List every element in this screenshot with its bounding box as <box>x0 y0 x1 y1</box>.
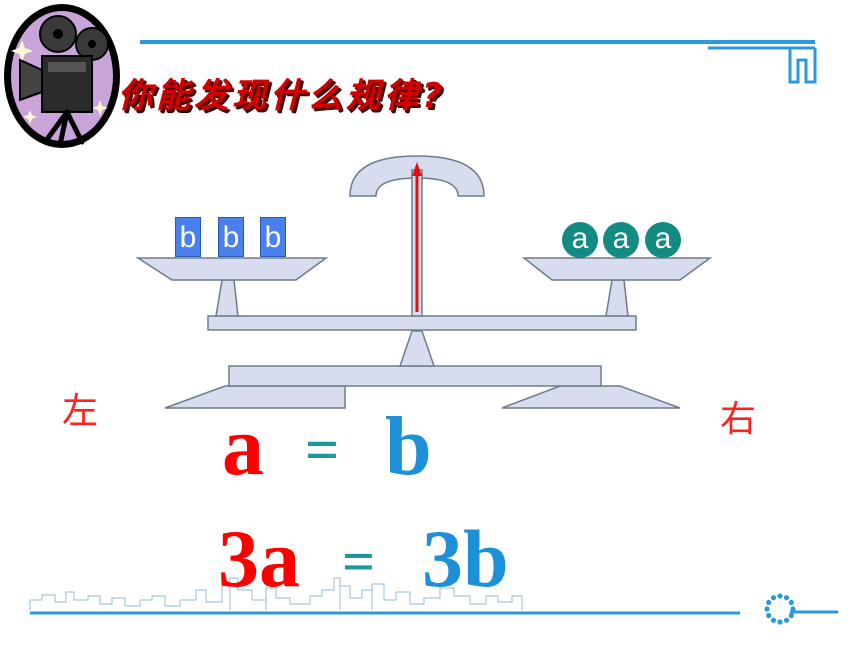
weight-block-b-2: b <box>218 217 244 257</box>
slide-title: 你能发现什么规律? <box>118 76 446 116</box>
skyline-decoration <box>29 577 523 610</box>
right-pan-support <box>605 279 629 317</box>
equation-2-left: 3a <box>218 513 300 604</box>
left-side-label: 左 <box>62 391 99 432</box>
right-pan <box>521 257 713 281</box>
scale-pointer-tip <box>412 162 422 176</box>
scale-base <box>228 365 602 387</box>
scale-right-foot <box>501 385 681 409</box>
equation-1-sign: = <box>305 417 340 483</box>
weight-block-b-3: b <box>260 217 286 257</box>
equation-2-sign: = <box>342 529 376 594</box>
top-right-bracket <box>708 46 817 84</box>
weight-ball-a-2: a <box>603 222 639 258</box>
scale-beam <box>207 315 637 331</box>
equation-2-right: 3b <box>422 513 509 604</box>
weight-ball-a-3: a <box>645 222 681 258</box>
equation-1-right: b <box>385 400 432 493</box>
left-pan <box>135 257 329 281</box>
film-camera-icon <box>4 4 120 148</box>
left-pan-support <box>215 279 239 317</box>
scale-center-support <box>398 330 436 367</box>
dotted-circle-icon <box>764 593 796 625</box>
right-side-label: 右 <box>720 399 757 440</box>
equation-1-left: a <box>222 400 264 493</box>
weight-ball-a-1: a <box>562 222 598 258</box>
weight-block-b-1: b <box>175 217 201 257</box>
